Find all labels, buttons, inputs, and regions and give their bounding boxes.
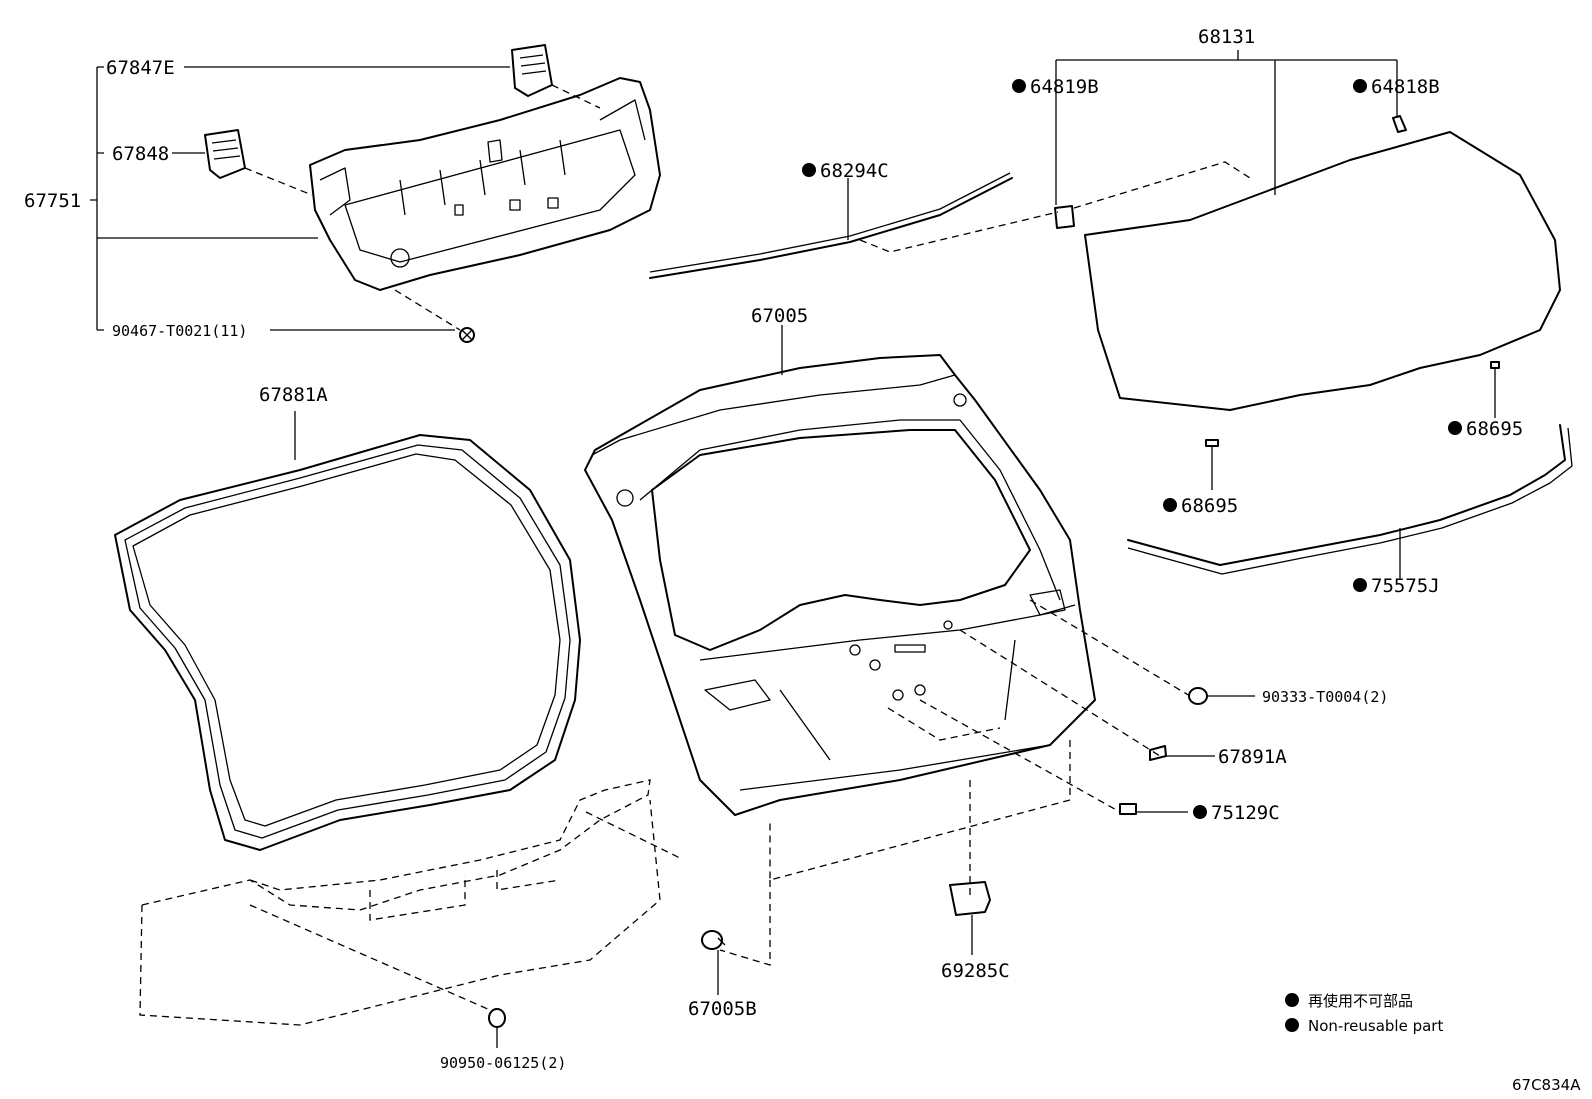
label-67891a: 67891A [1218, 746, 1287, 768]
label-69285c: 69285C [941, 960, 1010, 982]
label-67005: 67005 [751, 305, 808, 327]
label-75575j: 75575J [1371, 575, 1440, 597]
legend-dot-jp [1285, 993, 1299, 1007]
non-reusable-dot-64818b [1353, 79, 1367, 93]
label-67751: 67751 [24, 190, 81, 212]
label-67847e: 67847E [106, 57, 175, 79]
plug-90950-drawing [488, 1008, 506, 1028]
molding-75575j-drawing [1127, 424, 1573, 575]
label-68695-right: 68695 [1466, 418, 1523, 440]
label-68294c: 68294C [820, 160, 889, 182]
label-68695-left: 68695 [1181, 495, 1238, 517]
non-reusable-dot-75129c [1193, 805, 1207, 819]
bumper-69285c-drawing [949, 881, 991, 916]
label-90333-t0004: 90333-T0004(2) [1262, 688, 1388, 706]
label-90950-06125: 90950-06125(2) [440, 1054, 566, 1072]
clip-90467-drawing [459, 327, 475, 343]
seal-68695-right-drawing [1490, 361, 1500, 369]
seal-68695-left-drawing [1205, 439, 1219, 447]
plug-90333-drawing [1188, 687, 1208, 705]
diagram-reference-code: 67C834A [1512, 1076, 1581, 1094]
label-64819b: 64819B [1030, 76, 1099, 98]
label-90467-t0021: 90467-T0021(11) [112, 322, 247, 340]
label-67881a: 67881A [259, 384, 328, 406]
inner-trim-board-drawing [309, 77, 661, 291]
cushion-75129c-drawing [1119, 803, 1137, 815]
non-reusable-dot-68695-left [1163, 498, 1177, 512]
label-75129c: 75129C [1211, 802, 1280, 824]
lower-trim-panel-drawing [139, 779, 681, 1026]
cover-67891a-drawing [1149, 745, 1167, 761]
clip-67848-drawing [204, 129, 246, 179]
non-reusable-dot-68695-right [1448, 421, 1462, 435]
label-64818b: 64818B [1371, 76, 1440, 98]
legend-text-en: Non-reusable part [1308, 1017, 1443, 1035]
weatherstrip-drawing [114, 434, 581, 851]
non-reusable-dot-68294c [802, 163, 816, 177]
non-reusable-dot-75575j [1353, 578, 1367, 592]
back-glass-drawing [1054, 115, 1561, 411]
label-67005b: 67005B [688, 998, 757, 1020]
non-reusable-dot-64819b [1012, 79, 1026, 93]
molding-68294c-drawing [649, 172, 1013, 279]
label-68131: 68131 [1198, 26, 1255, 48]
legend-text-jp: 再使用不可部品 [1308, 992, 1413, 1010]
legend-dot-en [1285, 1018, 1299, 1032]
clip-67847e-drawing [511, 44, 553, 97]
back-door-panel-drawing [584, 354, 1096, 816]
label-67848: 67848 [112, 143, 169, 165]
legend: 再使用不可部品 Non-reusable part [1285, 992, 1443, 1035]
stopper-67005b-drawing [701, 930, 726, 950]
